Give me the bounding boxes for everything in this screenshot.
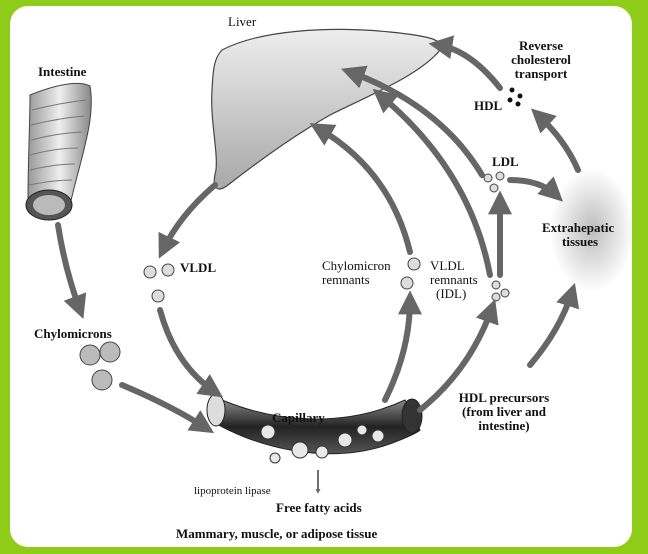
arrow-intestine-to-chylomicrons [58, 225, 80, 310]
hdl-precursors-label-line1: HDL precursors [450, 390, 558, 405]
vldl-remnants-label-line3: (IDL) [436, 286, 466, 301]
arrow-liver-to-vldl [163, 185, 215, 250]
chylomicron-particles [80, 342, 120, 390]
arrow-hdl-to-liver [438, 45, 500, 88]
free-fatty-acids-label: Free fatty acids [276, 500, 362, 515]
chylomicrons-label: Chylomicrons [34, 326, 112, 341]
capillary-vessel [207, 394, 422, 463]
liver-label: Liver [228, 14, 256, 29]
lipoprotein-lipase-label: lipoprotein lipase [194, 484, 271, 499]
capillary-label: Capillary [272, 410, 325, 425]
idl-particles [492, 281, 509, 301]
hdl-particles [508, 88, 523, 107]
vldl-remnants-label-line1: VLDL [430, 258, 465, 273]
reverse-transport-line1: Reverse [496, 38, 586, 53]
arrow-capillary-to-chylomicron-remnants [385, 300, 410, 400]
ldl-label: LDL [492, 154, 519, 169]
reverse-transport-line3: transport [496, 66, 586, 81]
tissue-label: Mammary, muscle, or adipose tissue [176, 526, 377, 541]
intestine-shape [26, 83, 91, 220]
arrow-chylomicrons-to-capillary [122, 385, 206, 428]
arrow-ldl-to-extrahepatic [510, 180, 556, 195]
chylomicron-remnants-label-line1: Chylomicron [322, 258, 391, 273]
arrow-extrahepatic-to-hdl [538, 115, 578, 170]
hdl-label: HDL [474, 98, 502, 113]
intestine-label: Intestine [38, 64, 86, 79]
arrow-hdl-precursors-to-extrahepatic [530, 292, 572, 365]
extrahepatic-label-line2: tissues [562, 234, 598, 249]
chylomicron-remnants-label-line2: remnants [322, 272, 370, 287]
arrow-chylomicron-remnants-to-liver [318, 128, 410, 252]
lipoprotein-diagram [10, 6, 632, 547]
chylomicron-remnant-particles [401, 258, 420, 289]
arrow-vldl-to-capillary [160, 310, 215, 392]
liver-shape [212, 29, 441, 189]
hdl-precursors-label-line2: (from liver and [450, 404, 558, 419]
reverse-transport-line2: cholesterol [496, 52, 586, 67]
vldl-particles [144, 264, 174, 302]
extrahepatic-label-line1: Extrahepatic [542, 220, 614, 235]
hdl-precursors-label-line3: intestine) [450, 418, 558, 433]
ldl-particles [484, 172, 504, 192]
diagram-panel: Liver Intestine Reverse cholesterol tran… [10, 6, 632, 547]
vldl-label: VLDL [180, 260, 216, 275]
vldl-remnants-label-line2: remnants [430, 272, 478, 287]
